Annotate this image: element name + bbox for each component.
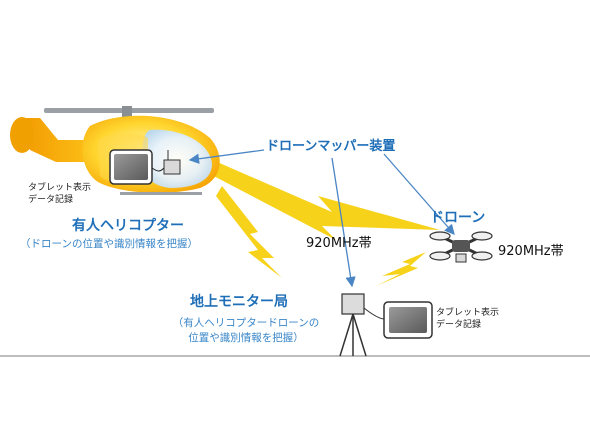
- helicopter-subtitle: （ドローンの位置や識別情報を把握）: [20, 238, 198, 250]
- ground-station-subtitle-1: （有人ヘリコプタードローンの: [172, 317, 320, 329]
- ground-station-illustration: [339, 293, 391, 357]
- frequency-label-right: 920MHz帯: [498, 244, 564, 259]
- ground-tablet-caption-2: データ記録: [436, 320, 482, 330]
- ground-tablet-caption-1: タブレット表示: [436, 308, 500, 318]
- mapper-arrows: [188, 149, 455, 288]
- heli-mapper-device-icon: [163, 150, 181, 175]
- drone-illustration: [429, 231, 493, 263]
- signal-bolt-upper: [206, 158, 440, 240]
- frequency-label-left: 920MHz帯: [306, 236, 372, 251]
- signal-bolt-lower: [216, 186, 282, 278]
- heli-tablet-icon: [109, 149, 165, 185]
- drone-label: ドローン: [430, 210, 486, 226]
- ground-station-title: 地上モニター局: [190, 294, 288, 310]
- ground-station-subtitle-2: 位置や識別情報を把握）: [188, 332, 304, 344]
- drone-mapper-label: ドローンマッパー装置: [266, 139, 396, 154]
- heli-tablet-caption-2: データ記録: [28, 195, 74, 205]
- signal-bolt-right: [376, 252, 426, 286]
- heli-tablet-caption-1: タブレット表示: [28, 183, 92, 193]
- helicopter-title: 有人ヘリコプター: [72, 218, 184, 234]
- ground-tablet-icon: [383, 301, 433, 339]
